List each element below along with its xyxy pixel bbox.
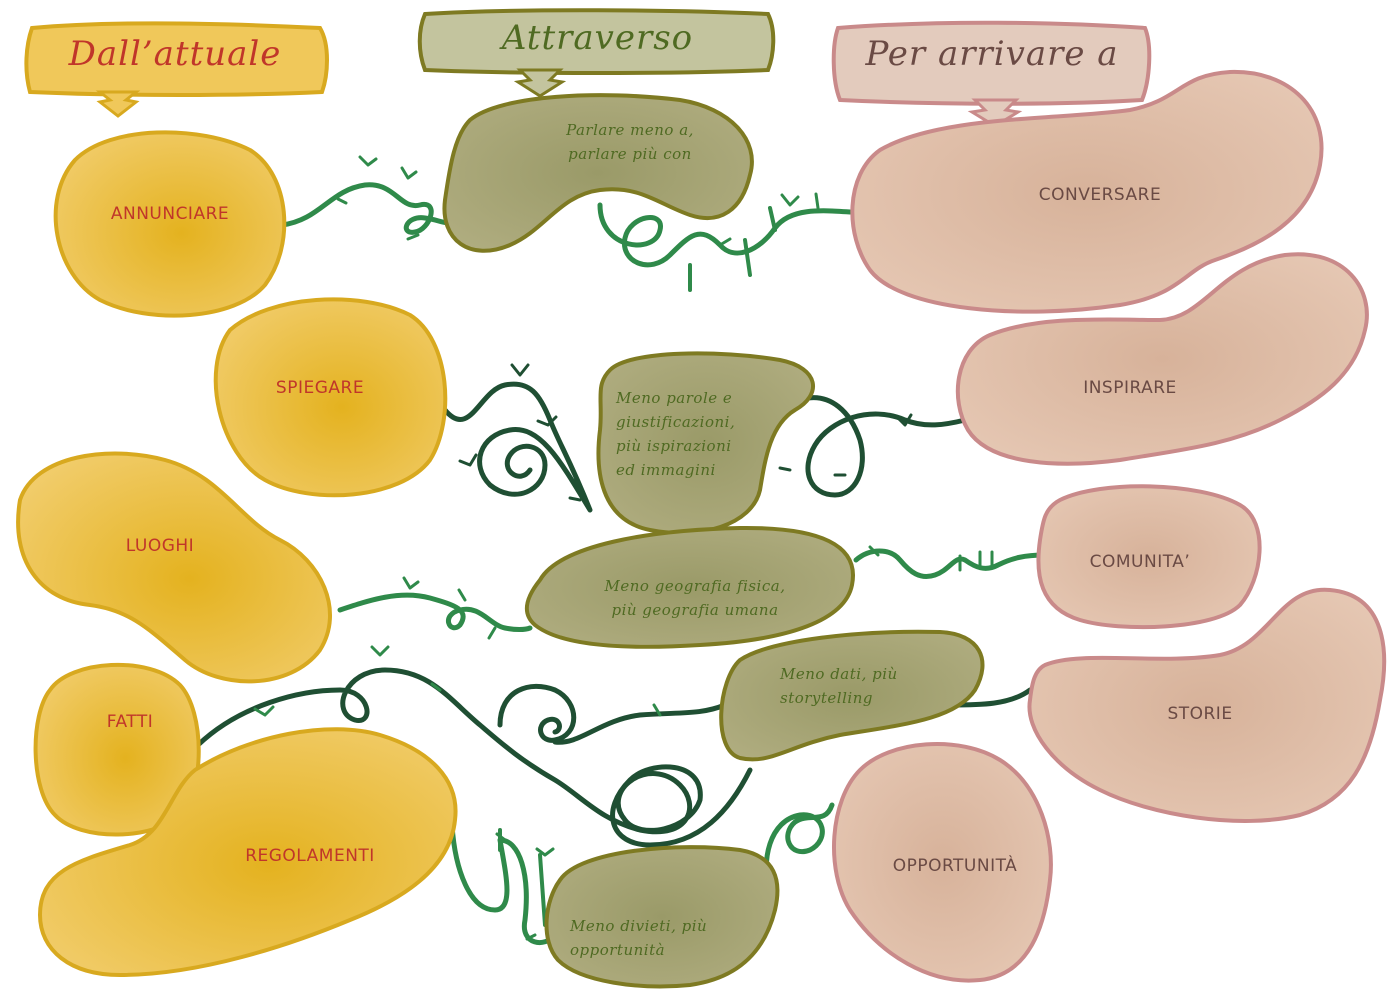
vine-fatti-dati	[195, 667, 753, 848]
label-opportunita: OPPORTUNITÀ	[892, 856, 1018, 876]
vine-geografia-comunita	[853, 548, 1048, 579]
blob-spiegare	[213, 297, 448, 498]
blob-parlare	[442, 93, 754, 253]
column-title-from: Dall’attuale	[68, 34, 282, 74]
label-fatti: FATTI	[106, 712, 154, 732]
column-title-to: Per arrivare a	[865, 34, 1119, 74]
blob-inspirare	[955, 252, 1369, 466]
vine-spiegare-parole	[442, 381, 593, 513]
vine-annunciare-parlare	[279, 182, 458, 235]
blob-dati	[719, 629, 985, 762]
label-regolamenti: REGOLAMENTI	[245, 846, 375, 866]
blob-annunciare	[53, 130, 287, 318]
label-parlare-line2: parlare più con	[568, 145, 692, 163]
column-title-via: Attraverso	[501, 18, 694, 58]
blob-opportunita	[832, 742, 1053, 983]
label-parlare: Parlare meno a, parlare più con	[530, 118, 730, 166]
blob-geografia	[524, 525, 855, 649]
label-comunita: COMUNITA’	[1089, 552, 1191, 572]
label-parole-line4: ed immagini	[616, 461, 716, 479]
label-parole-line1: Meno parole e	[616, 389, 733, 407]
label-dati-line1: Meno dati, più	[780, 665, 898, 683]
blob-conversare	[850, 69, 1324, 314]
blob-parole	[596, 351, 815, 535]
label-divieti: Meno divieti, più opportunità	[570, 914, 760, 962]
vine-spiral-middle	[497, 683, 577, 743]
label-dati-line2: storytelling	[780, 689, 873, 707]
header-from-banner	[24, 21, 329, 118]
label-geografia-line2: più geografia umana	[611, 601, 779, 619]
vine-regolamenti-divieti	[449, 822, 558, 945]
header-to-banner	[831, 20, 1152, 128]
label-divieti-line1: Meno divieti, più	[570, 917, 708, 935]
blob-comunita	[1036, 484, 1262, 630]
label-conversare: CONVERSARE	[1038, 185, 1162, 205]
header-via-banner	[417, 8, 776, 98]
label-luoghi: LUOGHI	[125, 536, 195, 556]
blob-luoghi	[16, 451, 332, 684]
label-geografia-line1: Meno geografia fisica,	[604, 577, 786, 595]
label-annunciare: ANNUNCIARE	[110, 204, 230, 224]
blob-divieti	[544, 845, 780, 989]
blob-regolamenti	[37, 727, 458, 978]
label-inspirare: INSPIRARE	[1083, 378, 1177, 398]
label-parole-line3: più ispirazioni	[616, 437, 732, 455]
label-geografia: Meno geografia fisica, più geografia uma…	[555, 574, 835, 622]
label-parole: Meno parole e giustificazioni, più ispir…	[600, 386, 796, 482]
vine-luoghi-geografia	[337, 592, 533, 632]
label-parole-line2: giustificazioni,	[616, 413, 736, 431]
label-divieti-line2: opportunità	[570, 941, 666, 959]
vine-parole-inspirare	[805, 395, 968, 498]
label-dati: Meno dati, più storytelling	[780, 662, 950, 710]
label-spiegare: SPIEGARE	[275, 378, 365, 398]
vine-divieti-opportunita	[763, 802, 835, 898]
blob-storie	[1027, 587, 1387, 823]
label-parlare-line1: Parlare meno a,	[566, 121, 694, 139]
label-storie: STORIE	[1167, 704, 1233, 724]
